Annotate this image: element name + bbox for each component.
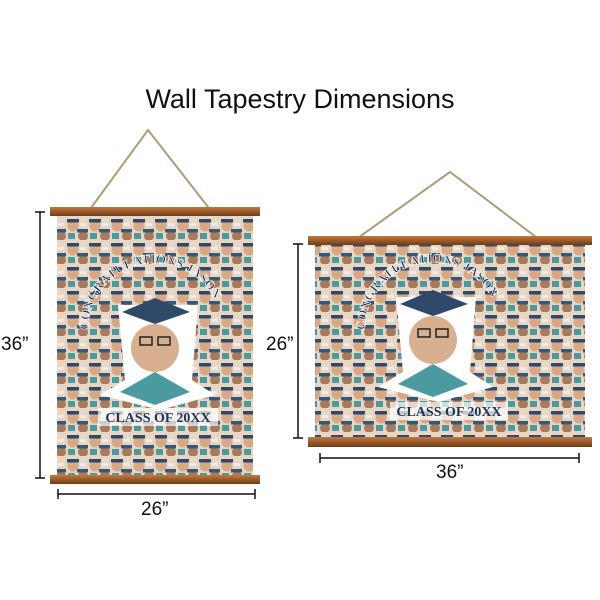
graduate-badge	[100, 298, 215, 410]
landscape-height-label: 26”	[266, 334, 294, 355]
hanging-string	[354, 170, 541, 241]
portrait-height-label: 36”	[1, 334, 29, 355]
top-dowel	[308, 236, 592, 245]
portrait-tapestry: CONGRATULATIONS JASON CLASS OF 20XX	[50, 128, 260, 484]
class-text: CLASS OF 20XX	[396, 405, 501, 420]
bottom-dowel	[308, 437, 592, 447]
graduate-badge	[378, 290, 493, 402]
bottom-dowel	[50, 475, 260, 484]
hanging-string	[87, 128, 213, 213]
landscape-width-label: 36”	[436, 462, 464, 483]
class-text: CLASS OF 20XX	[105, 411, 210, 426]
landscape-tapestry: CONGRATULATIONS JASON CLASS OF 20XX	[308, 170, 592, 447]
portrait-width-label: 26”	[141, 499, 169, 520]
dimension-lines	[35, 211, 580, 499]
top-dowel	[50, 207, 260, 216]
page-title: Wall Tapestry Dimensions	[145, 84, 455, 114]
